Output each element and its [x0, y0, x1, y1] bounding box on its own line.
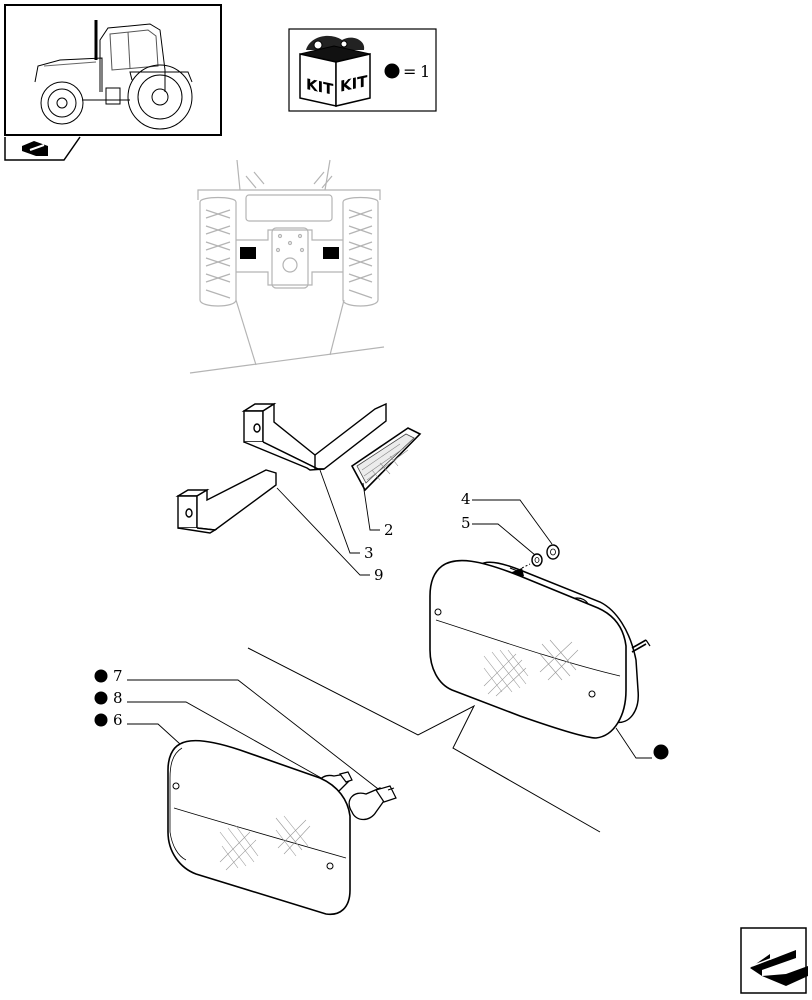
leader-lines-4-5 — [472, 499, 553, 556]
previous-page-button[interactable] — [4, 136, 81, 161]
kit-label-right: KIT — [340, 72, 368, 96]
rear-lamp-assembly — [429, 559, 669, 760]
legend-equals: = — [403, 62, 416, 81]
filled-dot-icon — [384, 63, 400, 79]
kit-dot-7 — [94, 669, 108, 683]
left-lamp-location-marker — [240, 247, 256, 259]
nut-4 — [546, 544, 560, 560]
callout-3: 3 — [364, 544, 374, 562]
tractor-thumbnail[interactable] — [4, 4, 222, 136]
kit-label-left: KIT — [306, 75, 334, 99]
previous-page-icon — [22, 141, 48, 156]
next-page-button[interactable] — [740, 927, 808, 994]
lamp-bracket-3 — [241, 402, 387, 471]
next-page-icon — [750, 950, 808, 986]
lamp-bracket-9 — [175, 469, 277, 534]
callout-4: 4 — [461, 490, 471, 508]
tractor-overview-icon — [34, 20, 193, 130]
callout-5: 5 — [461, 514, 471, 532]
leader-lines-lower — [127, 679, 383, 793]
callout-8: 8 — [113, 689, 123, 707]
callout-2: 2 — [384, 521, 394, 539]
washer-5 — [531, 553, 543, 567]
tractor-rear-view — [189, 159, 385, 374]
kit-dot-6 — [94, 713, 108, 727]
leader-lines-upper — [276, 469, 380, 576]
kit-box-icon: KIT KIT — [299, 35, 371, 107]
stud-axis-line — [521, 563, 531, 569]
kit-marker-dot — [653, 744, 669, 760]
section-break-line — [247, 647, 601, 833]
legend-value: 1 — [420, 62, 430, 81]
callout-9: 9 — [374, 566, 384, 584]
bulb-7 — [348, 785, 397, 821]
callout-6: 6 — [113, 711, 123, 729]
reflector-2 — [350, 427, 422, 492]
kit-legend-box: KIT KIT = 1 — [288, 28, 437, 112]
lamp-lens-6 — [167, 739, 351, 916]
callout-7: 7 — [113, 667, 123, 685]
right-lamp-location-marker — [323, 247, 339, 259]
kit-dot-8 — [94, 691, 108, 705]
